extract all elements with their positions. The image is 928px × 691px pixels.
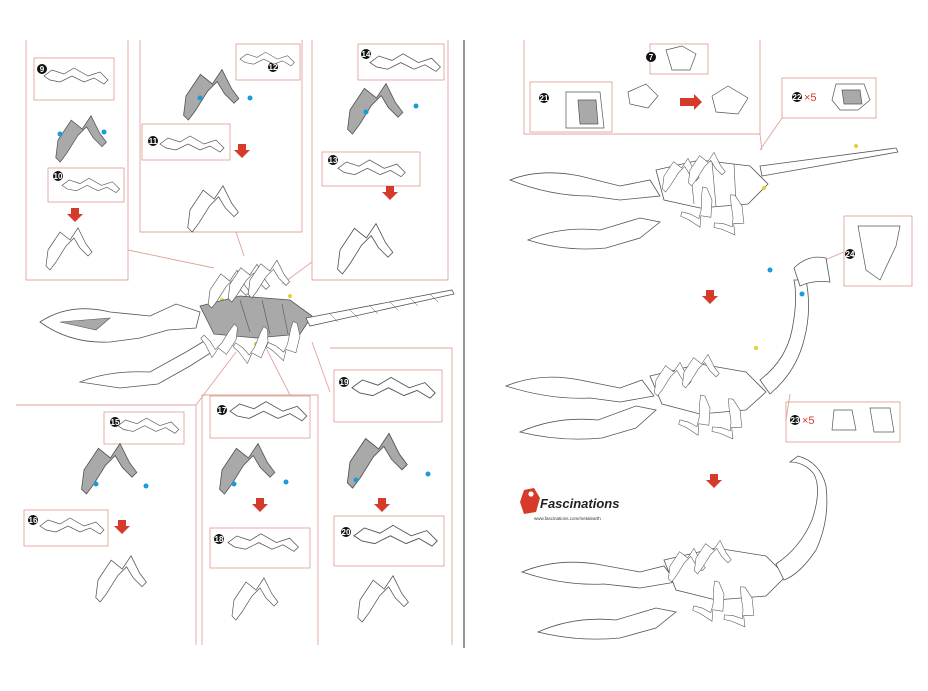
step-11-badge: 11 [148,136,158,146]
step-23-multiplier: ×5 [802,415,815,427]
svg-text:11: 11 [149,137,158,146]
scorpion-stage-3 [522,456,827,639]
step-21-badge: 21 [539,93,549,103]
step-badges-left: 9 10 11 12 13 14 15 16 17 18 19 20 [28,49,371,544]
svg-text:23: 23 [791,416,800,425]
step-10-badge: 10 [53,171,63,181]
svg-text:22: 22 [793,93,802,102]
scorpion-stage-1 [510,148,898,249]
step-13-badge: 13 [328,155,338,165]
step-22-badge: 22 [792,92,802,102]
step-23-badge: 23 [790,415,800,425]
step-20-badge: 20 [341,527,351,537]
step-14-badge: 14 [361,49,371,59]
step-16-badge: 16 [28,515,38,525]
step-17-badge: 17 [217,405,227,415]
brand-logo: Fascinations www.fascinations.com/metale… [520,488,619,521]
svg-text:16: 16 [29,516,38,525]
svg-text:18: 18 [215,535,224,544]
svg-text:24: 24 [846,250,855,259]
step-7-badge: 7 [646,52,656,62]
svg-text:17: 17 [218,406,227,415]
step-9-badge: 9 [37,64,47,74]
step-19-badge: 19 [339,377,349,387]
svg-text:10: 10 [54,172,63,181]
scorpion-body-left [40,260,454,388]
svg-text:14: 14 [362,50,371,59]
step-22-multiplier: ×5 [804,92,817,104]
svg-text:7: 7 [649,53,654,62]
right-arrow [680,94,702,110]
step-24-badge: 24 [845,249,855,259]
brand-url: www.fascinations.com/metalearth [534,516,601,521]
svg-text:13: 13 [329,156,338,165]
svg-text:20: 20 [342,528,351,537]
step-18-badge: 18 [214,534,224,544]
svg-text:19: 19 [340,378,349,387]
svg-text:9: 9 [40,65,45,74]
svg-text:12: 12 [269,63,278,72]
svg-text:21: 21 [540,94,549,103]
brand-name: Fascinations [540,496,619,511]
